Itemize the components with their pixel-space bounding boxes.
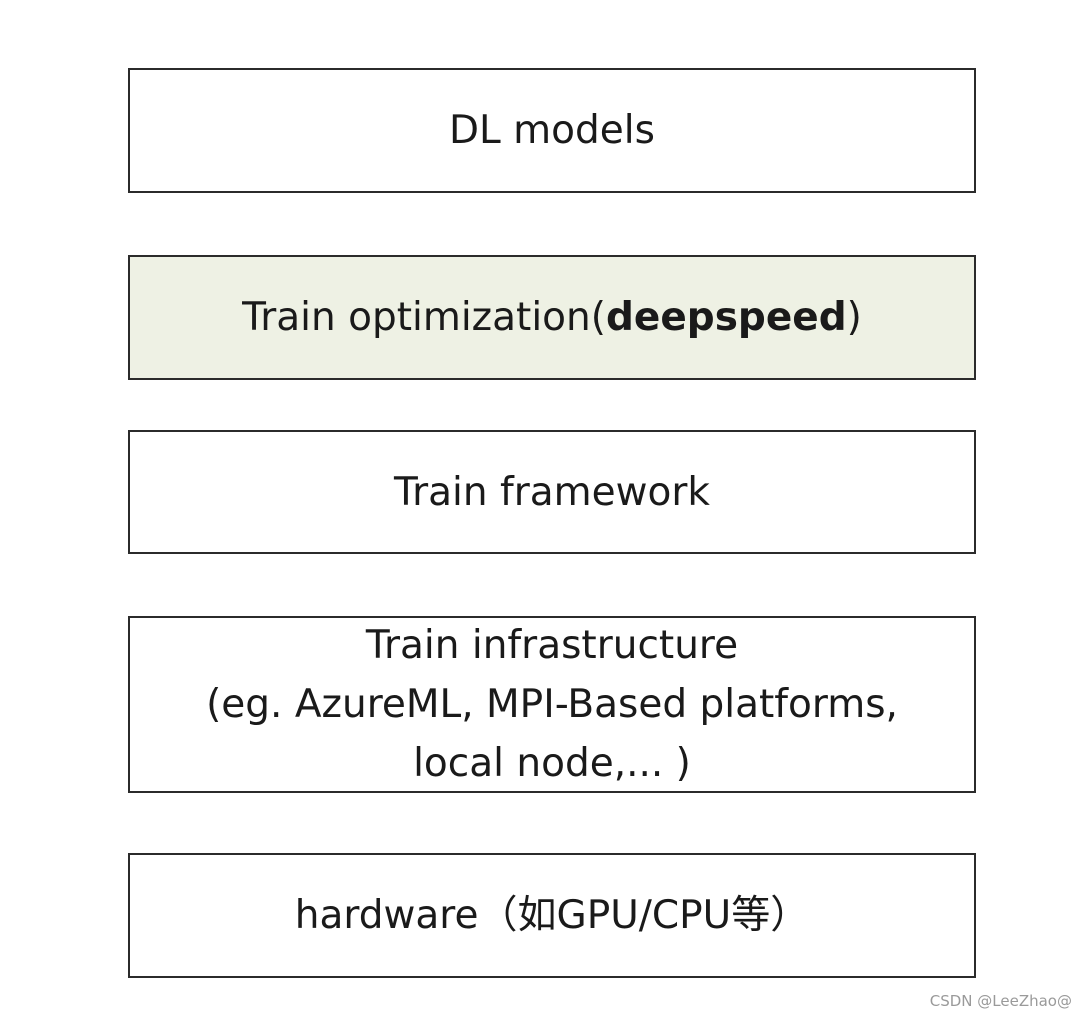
layer-label-suffix: ) xyxy=(846,295,862,340)
layer-label: DL models xyxy=(449,108,655,153)
layer-label: hardware（如GPU/CPU等） xyxy=(294,893,810,938)
layer-label-line-1: Train infrastructure xyxy=(365,623,739,668)
watermark: CSDN @LeeZhao@ xyxy=(929,992,1072,1010)
layer-label-bold: deepspeed xyxy=(605,295,847,340)
layer-label-prefix: Train optimization( xyxy=(242,295,606,340)
layer-dl-models: DL models xyxy=(128,68,976,193)
layer-label: Train optimization(deepspeed) xyxy=(242,288,862,347)
layer-label-line-3: local node,... ) xyxy=(413,741,691,786)
layer-train-infrastructure: Train infrastructure (eg. AzureML, MPI-B… xyxy=(128,616,976,793)
layer-train-optimization: Train optimization(deepspeed) xyxy=(128,255,976,380)
layer-hardware: hardware（如GPU/CPU等） xyxy=(128,853,976,978)
layer-train-framework: Train framework xyxy=(128,430,976,554)
layer-label-line-2: (eg. AzureML, MPI-Based platforms, xyxy=(206,682,898,727)
layer-label: Train framework xyxy=(394,469,710,515)
